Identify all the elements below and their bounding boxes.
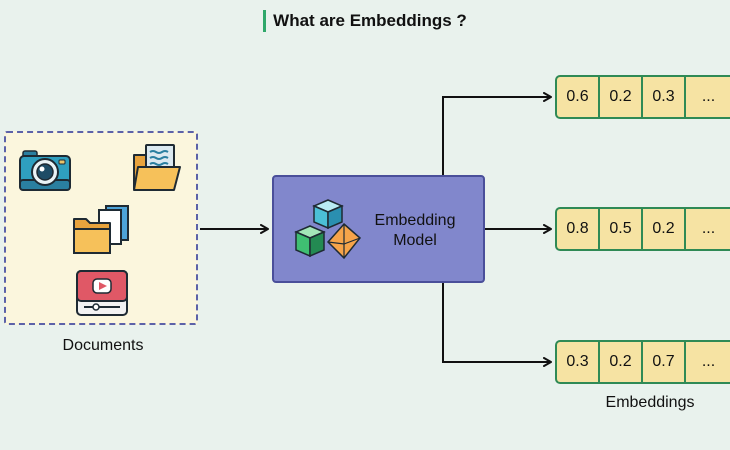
embedding-vector-3: 0.3 0.2 0.7 ...	[555, 340, 730, 384]
vector-cell: 0.7	[643, 342, 686, 382]
vector-cell: 0.8	[557, 209, 600, 249]
vector-cell: 0.5	[600, 209, 643, 249]
vector-cell: 0.6	[557, 77, 600, 117]
embedding-model-label: Embedding Model	[355, 211, 475, 251]
embedding-vector-1: 0.6 0.2 0.3 ...	[555, 75, 730, 119]
title-wrap: What are Embeddings ?	[0, 10, 730, 32]
vector-cell: 0.2	[643, 209, 686, 249]
vector-cell: ...	[701, 220, 716, 237]
video-player-icon	[76, 270, 128, 316]
embedding-model-label-line2: Model	[393, 232, 437, 249]
embedding-vector-2: 0.8 0.5 0.2 ...	[555, 207, 730, 251]
camera-icon	[19, 150, 71, 191]
embedding-model-label-line1: Embedding	[374, 212, 456, 229]
page-title: What are Embeddings ?	[263, 10, 467, 32]
arrow-model-to-vector-3	[442, 283, 552, 367]
vector-cell: 0.3	[643, 77, 686, 117]
vector-cell: 0.3	[557, 342, 600, 382]
cubes-icon	[294, 199, 362, 260]
vector-cell: 0.2	[600, 342, 643, 382]
vector-cell: ...	[701, 353, 716, 370]
document-folder-icon	[133, 144, 181, 191]
embeddings-label: Embeddings	[605, 394, 695, 411]
documents-label: Documents	[62, 337, 144, 354]
vector-cell: 0.2	[600, 77, 643, 117]
files-folder-icon	[73, 205, 129, 254]
vector-cell: ...	[701, 88, 716, 105]
arrow-model-to-vector-1	[442, 92, 552, 175]
